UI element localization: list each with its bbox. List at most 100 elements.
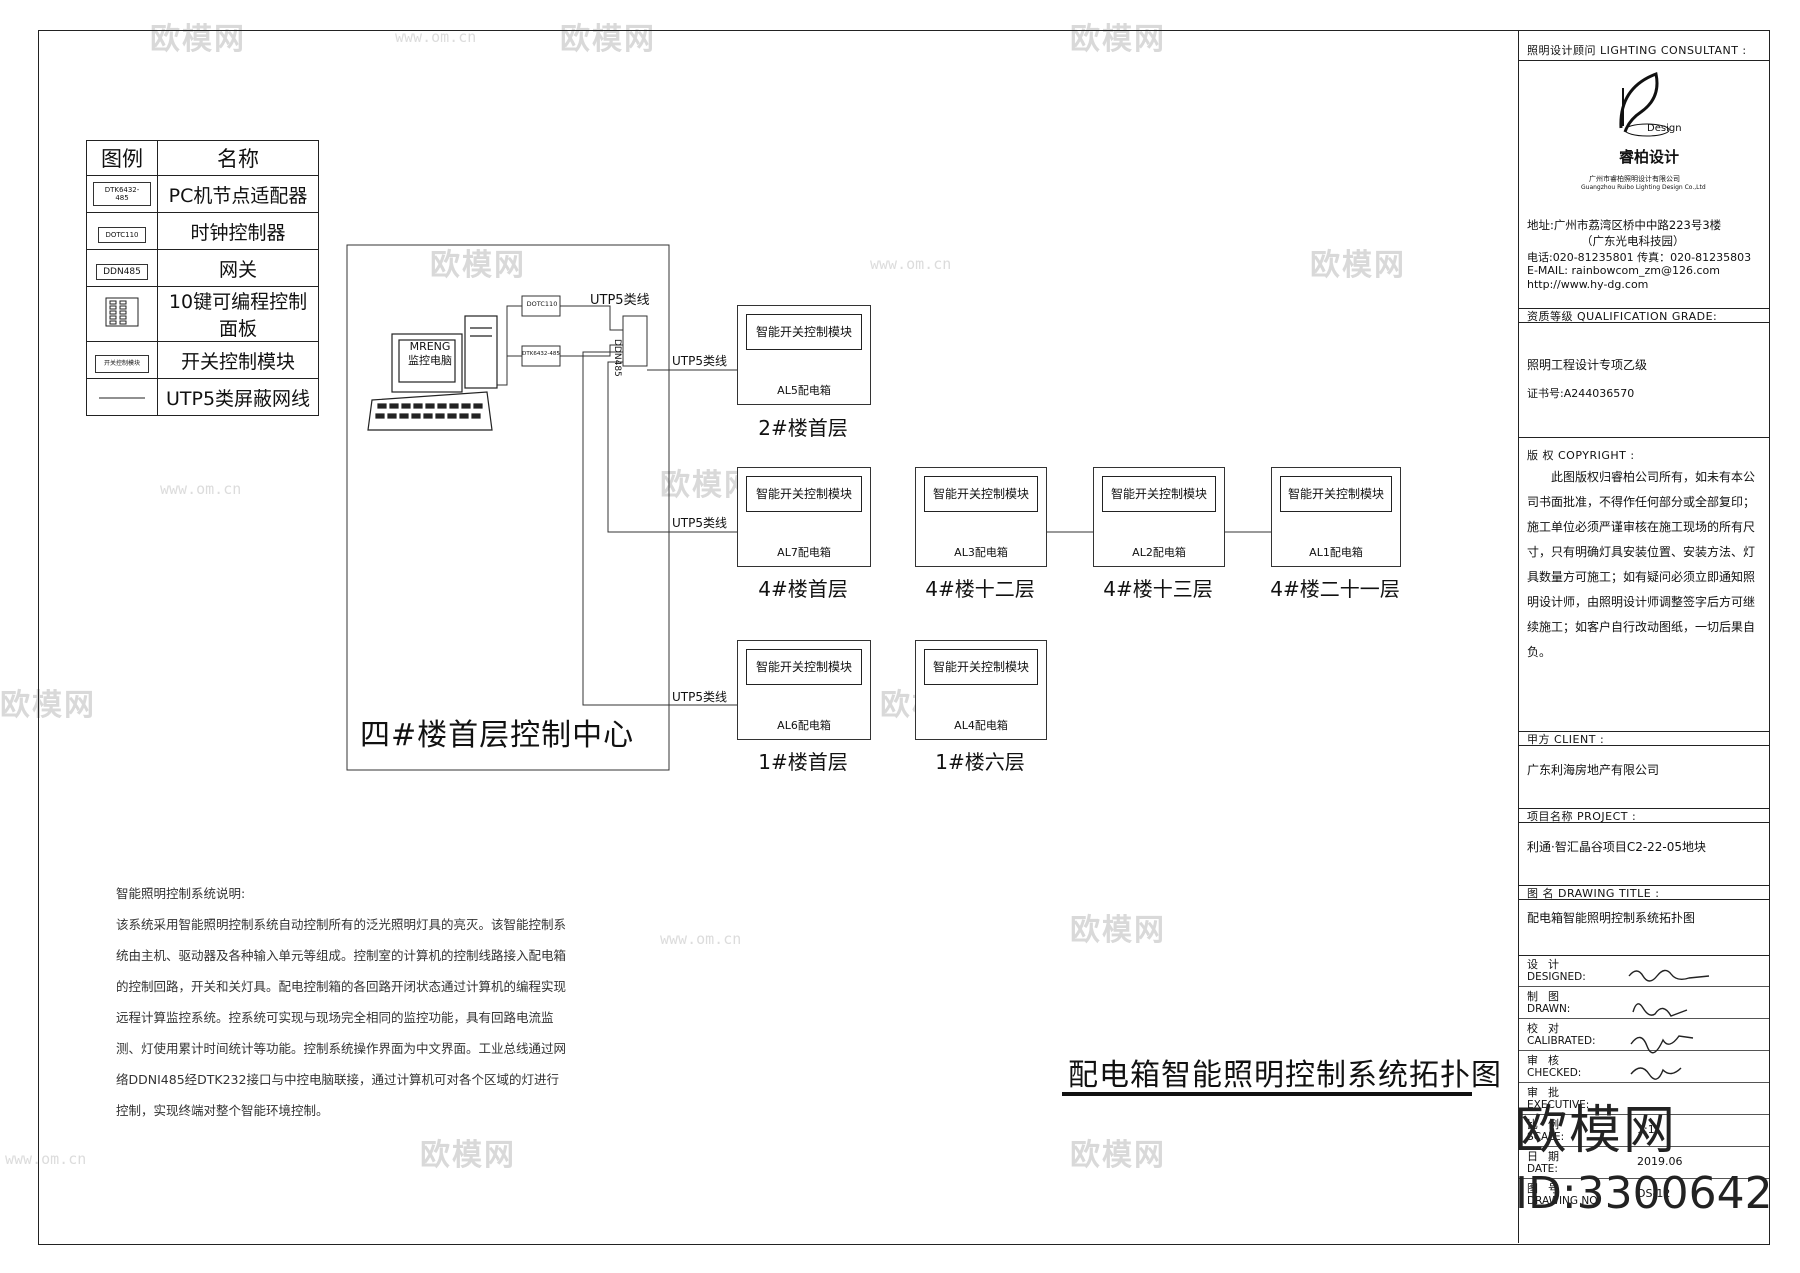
- copyright-row: 版 权 COPYRIGHT : 此图版权归睿柏公司所有，如未有本公司书面批准，不…: [1519, 437, 1769, 732]
- watermark-brand-large: 欧模网: [1515, 1101, 1678, 1161]
- control-panel-symbol: [105, 297, 139, 326]
- clock-symbol: DOTC110: [98, 226, 146, 243]
- sign-label-en: EXECUTIVE:: [1527, 1099, 1590, 1111]
- sign-label-cn: 比例: [1527, 1118, 1569, 1131]
- cable-symbol: [99, 397, 145, 399]
- sign-label-cn: 日期: [1527, 1150, 1569, 1163]
- computer-icon: [367, 315, 498, 431]
- drawing-title-row: 配电箱智能照明控制系统拓扑图: [1519, 899, 1769, 956]
- sign-label-cn: 审批: [1527, 1086, 1569, 1099]
- control-center-title: 四#楼首层控制中心: [360, 718, 635, 753]
- company-row: [1519, 30, 1769, 309]
- floor-label: 4#楼十三层: [1103, 577, 1213, 601]
- gateway-symbol: DDN485: [96, 263, 148, 280]
- module-al2: 智能开关控制模块 AL2配电箱: [1093, 467, 1225, 567]
- system-description: 智能照明控制系统说明: 该系统采用智能照明控制系统自动控制所有的泛光照明灯具的亮…: [116, 878, 571, 1126]
- distribution-box-label: AL2配电箱: [1132, 546, 1186, 559]
- module-al5: 智能开关控制模块 AL5配电箱: [737, 305, 871, 405]
- company-name: 睿柏设计: [1619, 148, 1680, 166]
- watermark-text: 欧模网: [1070, 1138, 1166, 1173]
- description-title: 智能照明控制系统说明:: [116, 886, 246, 901]
- sign-row-executive: 审批 EXECUTIVE:: [1519, 1083, 1769, 1115]
- title-block: 照明设计顾问 LIGHTING CONSULTANT : Design 睿柏设计…: [1518, 30, 1769, 1243]
- watermark-site: www.om.cn: [160, 480, 242, 498]
- module-label: 智能开关控制模块: [1102, 476, 1216, 512]
- watermark-site: www.om.cn: [660, 930, 742, 948]
- sign-label-en: CHECKED:: [1527, 1067, 1582, 1079]
- sign-label-en: DRAWN:: [1527, 1003, 1571, 1015]
- client-label: 甲方 CLIENT :: [1527, 733, 1605, 746]
- sign-label-en: DATE:: [1527, 1163, 1558, 1175]
- logo-text: Design: [1647, 123, 1682, 134]
- copyright-text: 此图版权归睿柏公司所有，如未有本公司书面批准，不得作任何部分或全部复印；施工单位…: [1527, 470, 1756, 659]
- company-subtitle-cn: 广州市睿柏照明设计有限公司: [1589, 175, 1680, 183]
- clock-device-label: DOTC110: [526, 300, 558, 308]
- monitor-screen: MRENG 监控电脑: [400, 340, 460, 368]
- watermark-text: 欧模网: [150, 22, 246, 57]
- module-al4: 智能开关控制模块 AL4配电箱: [915, 640, 1047, 740]
- client-header: 甲方 CLIENT :: [1519, 731, 1769, 746]
- module-al3: 智能开关控制模块 AL3配电箱: [915, 467, 1047, 567]
- monitor-label: 监控电脑: [408, 354, 452, 367]
- legend-row-name: UTP5类屏蔽网线: [157, 378, 319, 416]
- project-label: 项目名称 PROJECT :: [1527, 810, 1637, 823]
- watermark-text: 欧模网: [560, 22, 656, 57]
- sign-row-scale: 比例 SCALE: 1:1: [1519, 1115, 1769, 1147]
- module-label: 智能开关控制模块: [746, 476, 862, 512]
- control-center-frame: [346, 244, 670, 771]
- sign-label-en: SCALE:: [1527, 1131, 1565, 1143]
- monitor-brand: MRENG: [409, 340, 451, 353]
- qualification-row: 照明工程设计专项乙级 证书号:A244036570: [1519, 322, 1769, 438]
- distribution-box-label: AL7配电箱: [777, 546, 831, 559]
- watermark-site: www.om.cn: [870, 255, 952, 273]
- date-value: 2019.06: [1637, 1155, 1683, 1168]
- switch-module-symbol: 开关控制模块: [94, 354, 149, 373]
- cable-label: UTP5类线: [672, 516, 727, 530]
- sign-label-en: DRAWING NO:: [1527, 1195, 1601, 1207]
- legend-row-name: 网关: [157, 249, 319, 287]
- qualification-label: 资质等级 QUALIFICATION GRADE:: [1527, 310, 1718, 323]
- watermark-text: 欧模网: [420, 1138, 516, 1173]
- company-phone: 电话:020-81235801 传真：020-81235803: [1527, 251, 1752, 264]
- watermark-id: ID:3300642: [1515, 1168, 1773, 1219]
- legend-table: 图例 名称 DTK6432-485 PC机节点适配器 DOTC110 时钟控制器…: [86, 140, 319, 416]
- drawing-title-label: 图 名 DRAWING TITLE :: [1527, 887, 1660, 900]
- sign-label-cn: 制图: [1527, 990, 1569, 1003]
- floor-label: 4#楼二十一层: [1270, 577, 1400, 601]
- floor-label: 2#楼首层: [758, 416, 848, 440]
- consultant-label: 照明设计顾问 LIGHTING CONSULTANT :: [1527, 44, 1747, 57]
- watermark-text: 欧模网: [1070, 22, 1166, 57]
- distribution-box-label: AL1配电箱: [1309, 546, 1363, 559]
- watermark-text: 欧模网: [430, 248, 526, 283]
- client-value: 广东利海房地产有限公司: [1527, 763, 1660, 777]
- drawing-caption: 配电箱智能照明控制系统拓扑图: [1068, 1058, 1502, 1093]
- client-row: 广东利海房地产有限公司: [1519, 745, 1769, 809]
- signatures: [1628, 969, 1710, 1080]
- caption-underline: [1062, 1092, 1472, 1096]
- watermark-text: 欧模网: [1070, 913, 1166, 948]
- module-al1: 智能开关控制模块 AL1配电箱: [1271, 467, 1401, 567]
- adapter-symbol: DTK6432-485: [93, 182, 151, 206]
- sign-label-cn: 审核: [1527, 1054, 1569, 1067]
- floor-label: 4#楼十二层: [925, 577, 1035, 601]
- cable-label: UTP5类线: [672, 690, 727, 704]
- distribution-box-label: AL5配电箱: [777, 384, 831, 397]
- watermark-site: www.om.cn: [395, 28, 477, 46]
- gateway-device: [622, 315, 648, 367]
- company-address: 地址:广州市荔湾区桥中中路223号3楼: [1527, 218, 1722, 232]
- distribution-box-label: AL6配电箱: [777, 719, 831, 732]
- company-subtitle-en: Guangzhou Ruibo Lighting Design Co.,Ltd: [1581, 184, 1706, 191]
- cable-label: UTP5类线: [672, 354, 727, 368]
- sign-label-en: DESIGNED:: [1527, 971, 1586, 983]
- floor-label: 4#楼首层: [758, 577, 848, 601]
- legend-header-name: 名称: [157, 140, 319, 176]
- watermark-text: 欧模网: [1310, 248, 1406, 283]
- sign-label-cn: 校对: [1527, 1022, 1569, 1035]
- adapter-device-label: DTK6432-485: [522, 351, 560, 357]
- distribution-box-label: AL4配电箱: [954, 719, 1008, 732]
- drawing-number-value: DS-12: [1637, 1187, 1671, 1200]
- project-header: 项目名称 PROJECT :: [1519, 808, 1769, 823]
- sign-row-drawn: 制图 DRAWN:: [1519, 987, 1769, 1019]
- distribution-box-label: AL3配电箱: [954, 546, 1008, 559]
- copyright-label: 版 权 COPYRIGHT :: [1527, 449, 1635, 462]
